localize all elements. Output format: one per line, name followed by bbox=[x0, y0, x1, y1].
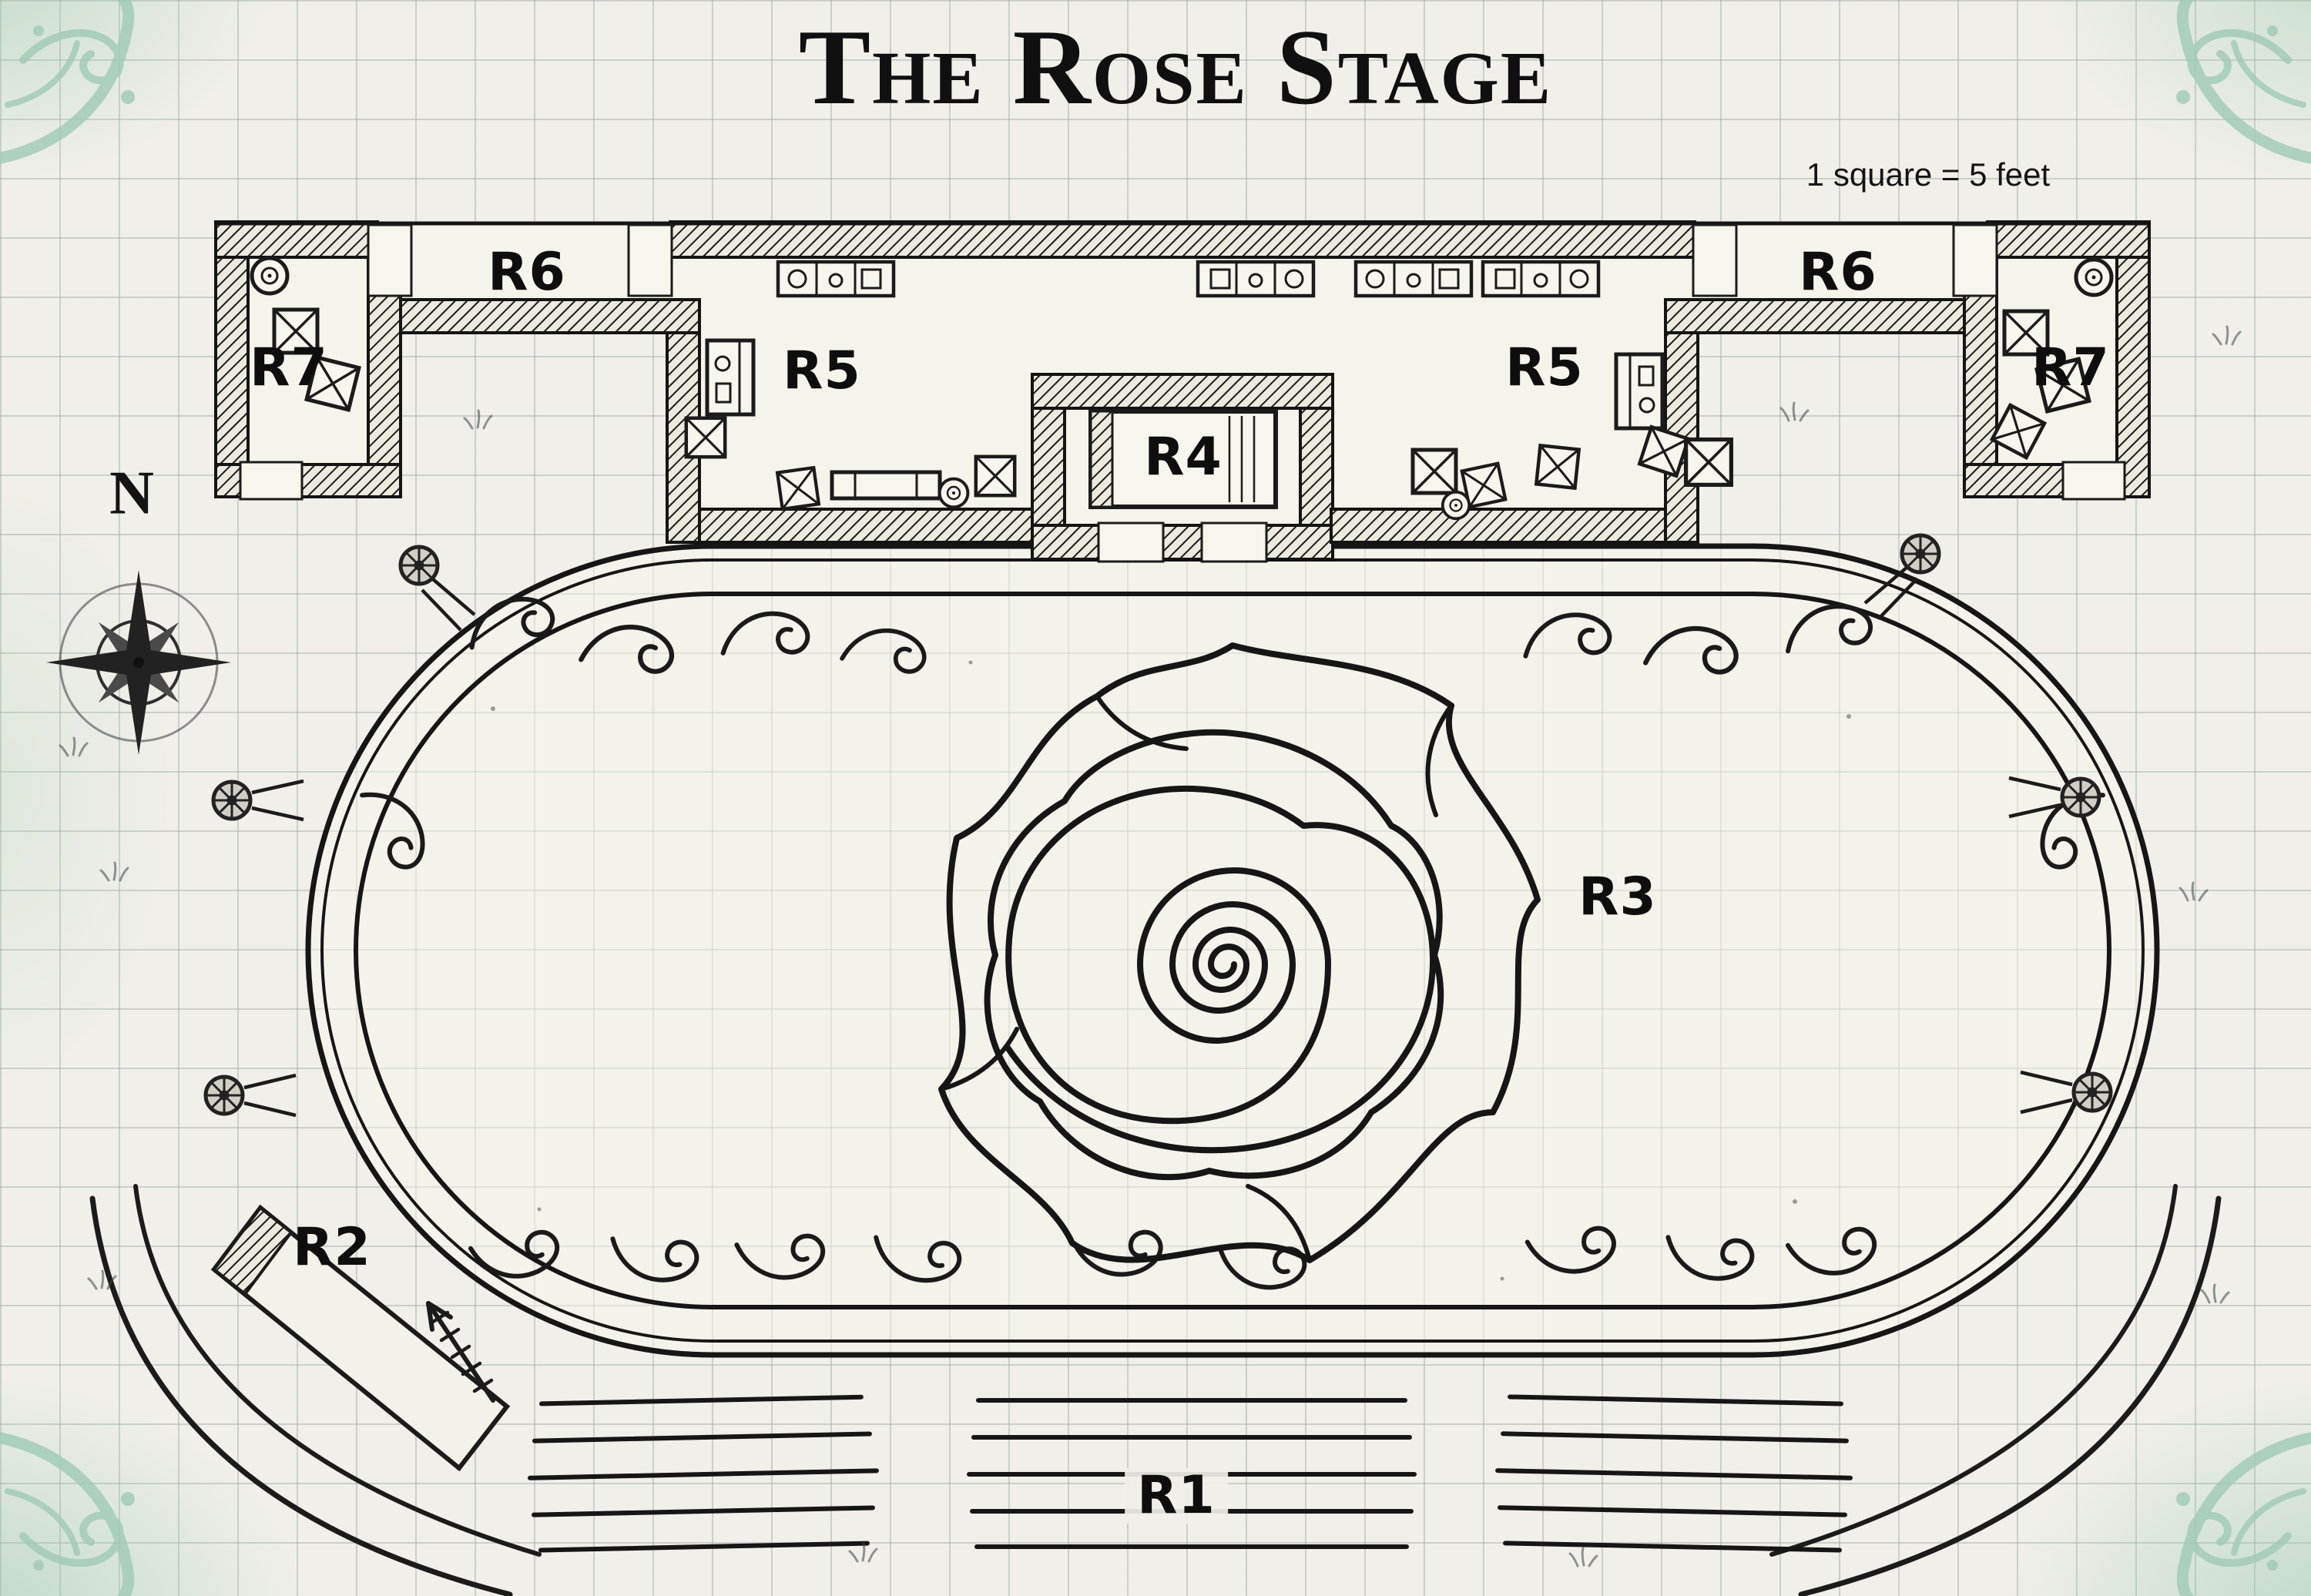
crate-icon bbox=[1686, 440, 1732, 485]
map-title: The Rose Stage bbox=[798, 8, 1553, 127]
stage-light-icon bbox=[2062, 779, 2099, 816]
barrel-icon bbox=[252, 258, 287, 293]
room-label-r5-east: R5 bbox=[1505, 337, 1584, 398]
crate-icon bbox=[1536, 445, 1578, 488]
room-label-r7-west: R7 bbox=[250, 337, 328, 398]
r4-table bbox=[1088, 409, 1278, 509]
door bbox=[2061, 461, 2126, 501]
shelf-icon bbox=[1356, 262, 1471, 296]
crate-icon bbox=[976, 457, 1015, 495]
room-label-r7-east: R7 bbox=[2031, 337, 2110, 398]
room-label-r5-west: R5 bbox=[783, 340, 861, 401]
shelf-icon bbox=[778, 262, 894, 296]
stage-light-icon bbox=[1902, 535, 1939, 572]
rose-illustration bbox=[938, 642, 1541, 1263]
shelf-icon bbox=[1483, 262, 1598, 296]
stage-lights bbox=[206, 535, 2111, 1118]
barrel-icon bbox=[1441, 490, 1471, 521]
door bbox=[1097, 521, 1165, 563]
door bbox=[1692, 223, 1738, 297]
room-label-r4: R4 bbox=[1144, 427, 1223, 488]
backstage-building bbox=[214, 220, 2151, 563]
room-label-r2: R2 bbox=[293, 1217, 371, 1278]
barrel-icon bbox=[2076, 260, 2111, 295]
crate-icon bbox=[777, 468, 819, 509]
stage-light-icon bbox=[2074, 1074, 2111, 1111]
door bbox=[627, 223, 673, 297]
door bbox=[1952, 223, 1998, 297]
compass-rose-icon bbox=[46, 570, 231, 755]
room-label-r3: R3 bbox=[1578, 867, 1657, 927]
scale-note: 1 square = 5 feet bbox=[1806, 156, 2051, 193]
door bbox=[367, 223, 413, 297]
entry-ramp-r2 bbox=[210, 1204, 511, 1472]
ramp-direction-arrow bbox=[426, 1301, 495, 1403]
compass-north-label: N bbox=[109, 459, 154, 528]
stage-wave-ornaments bbox=[359, 592, 2107, 1289]
stage-platform bbox=[305, 543, 2160, 1358]
crate-icon bbox=[686, 418, 725, 457]
stage-light-icon bbox=[401, 547, 438, 584]
room-label-r1: R1 bbox=[1125, 1468, 1228, 1524]
room-label-r6-west: R6 bbox=[488, 242, 566, 303]
crate-icon bbox=[1413, 450, 1456, 493]
stage-light-icon bbox=[213, 782, 250, 819]
barrel-icon bbox=[940, 479, 968, 508]
door bbox=[1200, 521, 1268, 563]
stage-light-icon bbox=[206, 1077, 243, 1114]
desk-icon bbox=[1616, 354, 1662, 428]
shelf-icon bbox=[1198, 262, 1313, 296]
room-label-r6-east: R6 bbox=[1799, 242, 1877, 303]
bench-icon bbox=[832, 472, 940, 498]
desk-icon bbox=[707, 340, 753, 414]
audience-arcs bbox=[89, 1184, 2222, 1596]
door bbox=[239, 461, 304, 501]
